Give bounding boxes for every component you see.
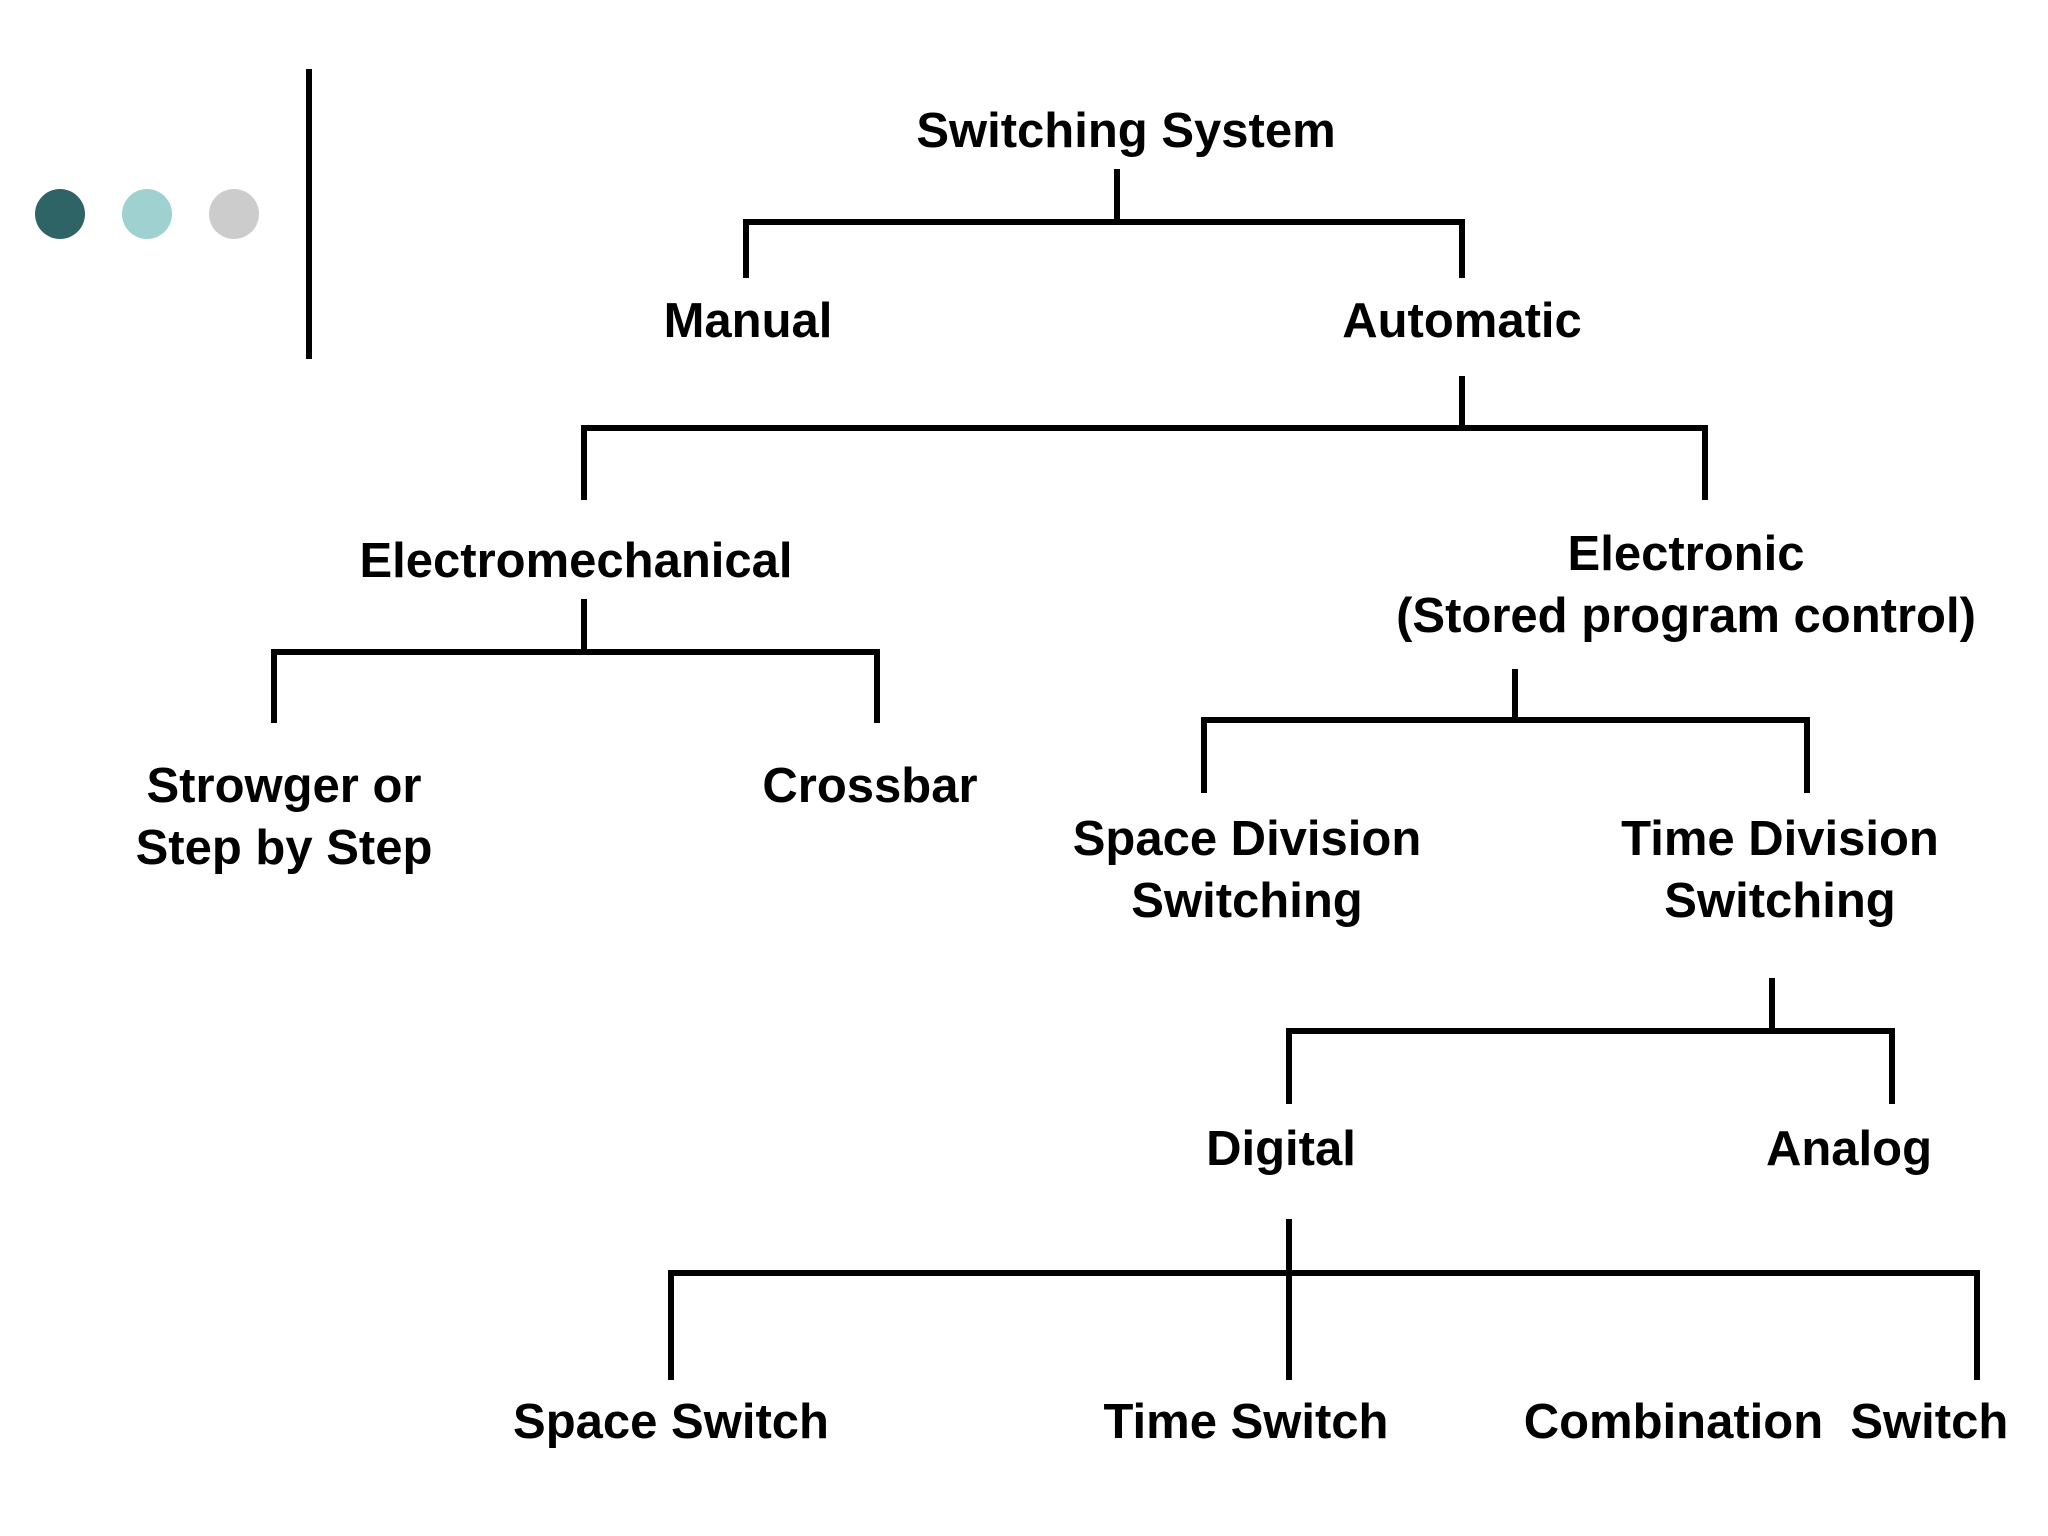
node-time-switch: Time Switch: [1103, 1395, 1388, 1449]
node-strowger-line2: Step by Step: [136, 821, 433, 875]
decorative-dots: [35, 189, 259, 239]
node-time-division-line2: Switching: [1664, 874, 1895, 928]
connectors: [271, 169, 1980, 1380]
connector-automatic: [581, 376, 1708, 500]
node-electronic-line1: Electronic: [1568, 527, 1805, 581]
node-manual: Manual: [664, 294, 833, 348]
connector-electromechanical: [271, 599, 880, 723]
node-strowger-line1: Strowger or: [147, 759, 422, 813]
node-time-division-line1: Time Division: [1621, 812, 1939, 866]
node-digital: Digital: [1206, 1122, 1356, 1176]
node-electronic-line2: (Stored program control): [1396, 589, 1976, 643]
node-combination-switch: Combination Switch: [1524, 1395, 2009, 1449]
connector-time-division: [1286, 978, 1895, 1104]
node-automatic: Automatic: [1342, 294, 1582, 348]
connector-electronic: [1201, 669, 1810, 793]
dot-light-teal: [122, 189, 172, 239]
node-space-switch: Space Switch: [513, 1395, 829, 1449]
node-labels: Switching System Manual Automatic Electr…: [136, 104, 2009, 1449]
node-crossbar: Crossbar: [762, 759, 977, 813]
node-analog: Analog: [1766, 1122, 1932, 1176]
connector-digital: [668, 1219, 1980, 1380]
dot-dark-teal: [35, 189, 85, 239]
node-electromechanical: Electromechanical: [359, 534, 792, 588]
connector-root: [743, 169, 1465, 278]
node-space-division-line2: Switching: [1131, 874, 1362, 928]
dot-gray: [209, 189, 259, 239]
node-switching-system: Switching System: [916, 104, 1335, 158]
node-space-division-line1: Space Division: [1073, 812, 1422, 866]
